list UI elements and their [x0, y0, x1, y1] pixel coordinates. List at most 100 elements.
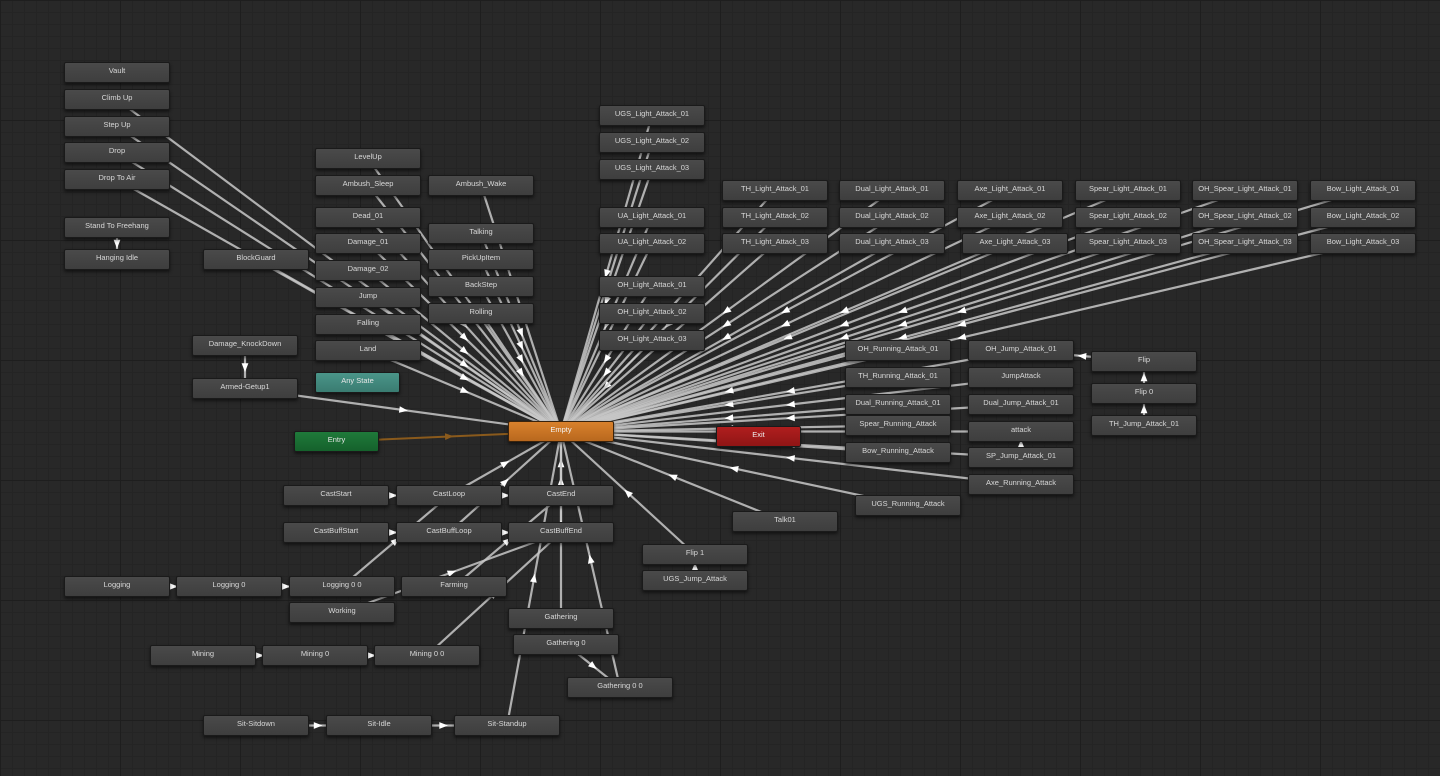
state-node-blockguard[interactable]: BlockGuard	[203, 249, 309, 270]
transition-spear-la-01-to-empty[interactable]	[560, 189, 1129, 433]
transition-land-to-empty[interactable]	[367, 349, 562, 433]
state-node-axe-la-01[interactable]: Axe_Light_Attack_01	[957, 180, 1063, 201]
state-node-sp-jump-attack-01[interactable]: SP_Jump_Attack_01	[968, 447, 1074, 468]
state-node-axe-la-02[interactable]: Axe_Light_Attack_02	[957, 207, 1063, 228]
state-node-ambush-wake[interactable]: Ambush_Wake	[428, 175, 534, 196]
state-node-hanging-idle[interactable]: Hanging Idle	[64, 249, 170, 270]
state-node-damage-01[interactable]: Damage_01	[315, 233, 421, 254]
state-node-dual-running-attack-01[interactable]: Dual_Running_Attack_01	[845, 394, 951, 415]
state-node-th-jump-attack-01[interactable]: TH_Jump_Attack_01	[1091, 415, 1197, 436]
state-node-mining-0-0[interactable]: Mining 0 0	[374, 645, 480, 666]
state-node-backstep[interactable]: BackStep	[428, 276, 534, 297]
transition-spear-la-03-to-empty[interactable]	[560, 242, 1129, 433]
state-node-jump[interactable]: Jump	[315, 287, 421, 308]
state-node-th-la-01[interactable]: TH_Light_Attack_01	[722, 180, 828, 201]
state-node-dual-la-02[interactable]: Dual_Light_Attack_02	[839, 207, 945, 228]
state-node-oh-la-03[interactable]: OH_Light_Attack_03	[599, 330, 705, 351]
transition-bow-la-01-to-empty[interactable]	[560, 189, 1364, 433]
state-node-logging[interactable]: Logging	[64, 576, 170, 597]
state-node-spear-la-03[interactable]: Spear_Light_Attack_03	[1075, 233, 1181, 254]
state-node-spear-running-attack[interactable]: Spear_Running_Attack	[845, 415, 951, 436]
state-node-ohspear-la-01[interactable]: OH_Spear_Light_Attack_01	[1192, 180, 1298, 201]
transition-dual-la-02-to-empty[interactable]	[560, 216, 893, 433]
state-node-th-la-03[interactable]: TH_Light_Attack_03	[722, 233, 828, 254]
state-node-bow-la-01[interactable]: Bow_Light_Attack_01	[1310, 180, 1416, 201]
state-node-sit-sitdown[interactable]: Sit-Sitdown	[203, 715, 309, 736]
state-node-axe-la-03[interactable]: Axe_Light_Attack_03	[962, 233, 1068, 254]
transition-sit-standup-to-empty[interactable]	[505, 431, 563, 726]
state-node-talking[interactable]: Talking	[428, 223, 534, 244]
state-node-oh-la-01[interactable]: OH_Light_Attack_01	[599, 276, 705, 297]
state-node-flip[interactable]: Flip	[1091, 351, 1197, 372]
state-node-falling[interactable]: Falling	[315, 314, 421, 335]
state-node-ua-la-01[interactable]: UA_Light_Attack_01	[599, 207, 705, 228]
state-node-axe-running-attack[interactable]: Axe_Running_Attack	[968, 474, 1074, 495]
state-node-attack[interactable]: attack	[968, 421, 1074, 442]
state-node-damage-02[interactable]: Damage_02	[315, 260, 421, 281]
state-node-ohspear-la-03[interactable]: OH_Spear_Light_Attack_03	[1192, 233, 1298, 254]
state-node-logging-0-0[interactable]: Logging 0 0	[289, 576, 395, 597]
transition-flip-1-to-empty[interactable]	[560, 430, 696, 556]
transition-axe-running-attack-to-empty[interactable]	[560, 430, 1022, 486]
transition-ohspear-la-01-to-empty[interactable]	[560, 189, 1246, 433]
state-node-ambush-sleep[interactable]: Ambush_Sleep	[315, 175, 421, 196]
state-node-working[interactable]: Working	[289, 602, 395, 623]
state-node-entry[interactable]: Entry	[294, 431, 379, 452]
state-node-bow-running-attack[interactable]: Bow_Running_Attack	[845, 442, 951, 463]
state-node-oh-running-attack-01[interactable]: OH_Running_Attack_01	[845, 340, 951, 361]
state-node-dual-la-03[interactable]: Dual_Light_Attack_03	[839, 233, 945, 254]
state-node-castbuffstart[interactable]: CastBuffStart	[283, 522, 389, 543]
state-node-oh-jump-attack-01[interactable]: OH_Jump_Attack_01	[968, 340, 1074, 361]
state-node-gathering[interactable]: Gathering	[508, 608, 614, 629]
state-node-ugs-running-attack[interactable]: UGS_Running_Attack	[855, 495, 961, 516]
state-node-rolling[interactable]: Rolling	[428, 303, 534, 324]
state-node-armed-getup1[interactable]: Armed-Getup1	[192, 378, 298, 399]
state-node-jumpattack[interactable]: JumpAttack	[968, 367, 1074, 388]
state-node-exit[interactable]: Exit	[716, 426, 801, 447]
state-node-ugs-la-02[interactable]: UGS_Light_Attack_02	[599, 132, 705, 153]
state-node-ugs-jump-attack[interactable]: UGS_Jump_Attack	[642, 570, 748, 591]
state-node-drop[interactable]: Drop	[64, 142, 170, 163]
state-node-oh-la-02[interactable]: OH_Light_Attack_02	[599, 303, 705, 324]
state-node-dual-la-01[interactable]: Dual_Light_Attack_01	[839, 180, 945, 201]
state-node-castend[interactable]: CastEnd	[508, 485, 614, 506]
state-node-gathering-0[interactable]: Gathering 0	[513, 634, 619, 655]
state-node-talk01[interactable]: Talk01	[732, 511, 838, 532]
state-node-farming[interactable]: Farming	[401, 576, 507, 597]
state-node-sit-idle[interactable]: Sit-Idle	[326, 715, 432, 736]
state-node-levelup[interactable]: LevelUp	[315, 148, 421, 169]
transition-talk01-to-empty[interactable]	[560, 430, 786, 523]
state-node-mining[interactable]: Mining	[150, 645, 256, 666]
state-node-th-running-attack-01[interactable]: TH_Running_Attack_01	[845, 367, 951, 388]
state-node-bow-la-02[interactable]: Bow_Light_Attack_02	[1310, 207, 1416, 228]
state-node-castbuffend[interactable]: CastBuffEnd	[508, 522, 614, 543]
state-node-pickupitem[interactable]: PickUpItem	[428, 249, 534, 270]
transition-working-to-castbuffend[interactable]	[341, 531, 562, 614]
transition-castbuffloop-to-empty[interactable]	[448, 430, 562, 534]
state-node-vault[interactable]: Vault	[64, 62, 170, 83]
state-node-step-up[interactable]: Step Up	[64, 116, 170, 137]
state-node-ohspear-la-02[interactable]: OH_Spear_Light_Attack_02	[1192, 207, 1298, 228]
state-node-ugs-la-01[interactable]: UGS_Light_Attack_01	[599, 105, 705, 126]
state-node-spear-la-01[interactable]: Spear_Light_Attack_01	[1075, 180, 1181, 201]
state-node-damage-knockdown[interactable]: Damage_KnockDown	[192, 335, 298, 356]
state-node-ugs-la-03[interactable]: UGS_Light_Attack_03	[599, 159, 705, 180]
transition-oh-jump-attack-01-to-empty[interactable]	[560, 349, 1022, 433]
transition-axe-la-01-to-empty[interactable]	[560, 189, 1011, 433]
transition-ugs-running-attack-to-empty[interactable]	[560, 430, 909, 507]
state-node-flip-0[interactable]: Flip 0	[1091, 383, 1197, 404]
state-node-bow-la-03[interactable]: Bow_Light_Attack_03	[1310, 233, 1416, 254]
state-node-caststart[interactable]: CastStart	[283, 485, 389, 506]
transition-dual-la-01-to-empty[interactable]	[560, 189, 893, 433]
transition-rolling-to-empty[interactable]	[480, 312, 562, 433]
state-node-dual-jump-attack-01[interactable]: Dual_Jump_Attack_01	[968, 394, 1074, 415]
state-node-drop-to-air[interactable]: Drop To Air	[64, 169, 170, 190]
state-node-land[interactable]: Land	[315, 340, 421, 361]
state-node-empty[interactable]: Empty	[508, 421, 614, 442]
state-node-ua-la-02[interactable]: UA_Light_Attack_02	[599, 233, 705, 254]
state-node-castloop[interactable]: CastLoop	[396, 485, 502, 506]
state-node-flip-1[interactable]: Flip 1	[642, 544, 748, 565]
state-node-th-la-02[interactable]: TH_Light_Attack_02	[722, 207, 828, 228]
transition-dual-la-03-to-empty[interactable]	[560, 242, 893, 433]
state-node-climb-up[interactable]: Climb Up	[64, 89, 170, 110]
